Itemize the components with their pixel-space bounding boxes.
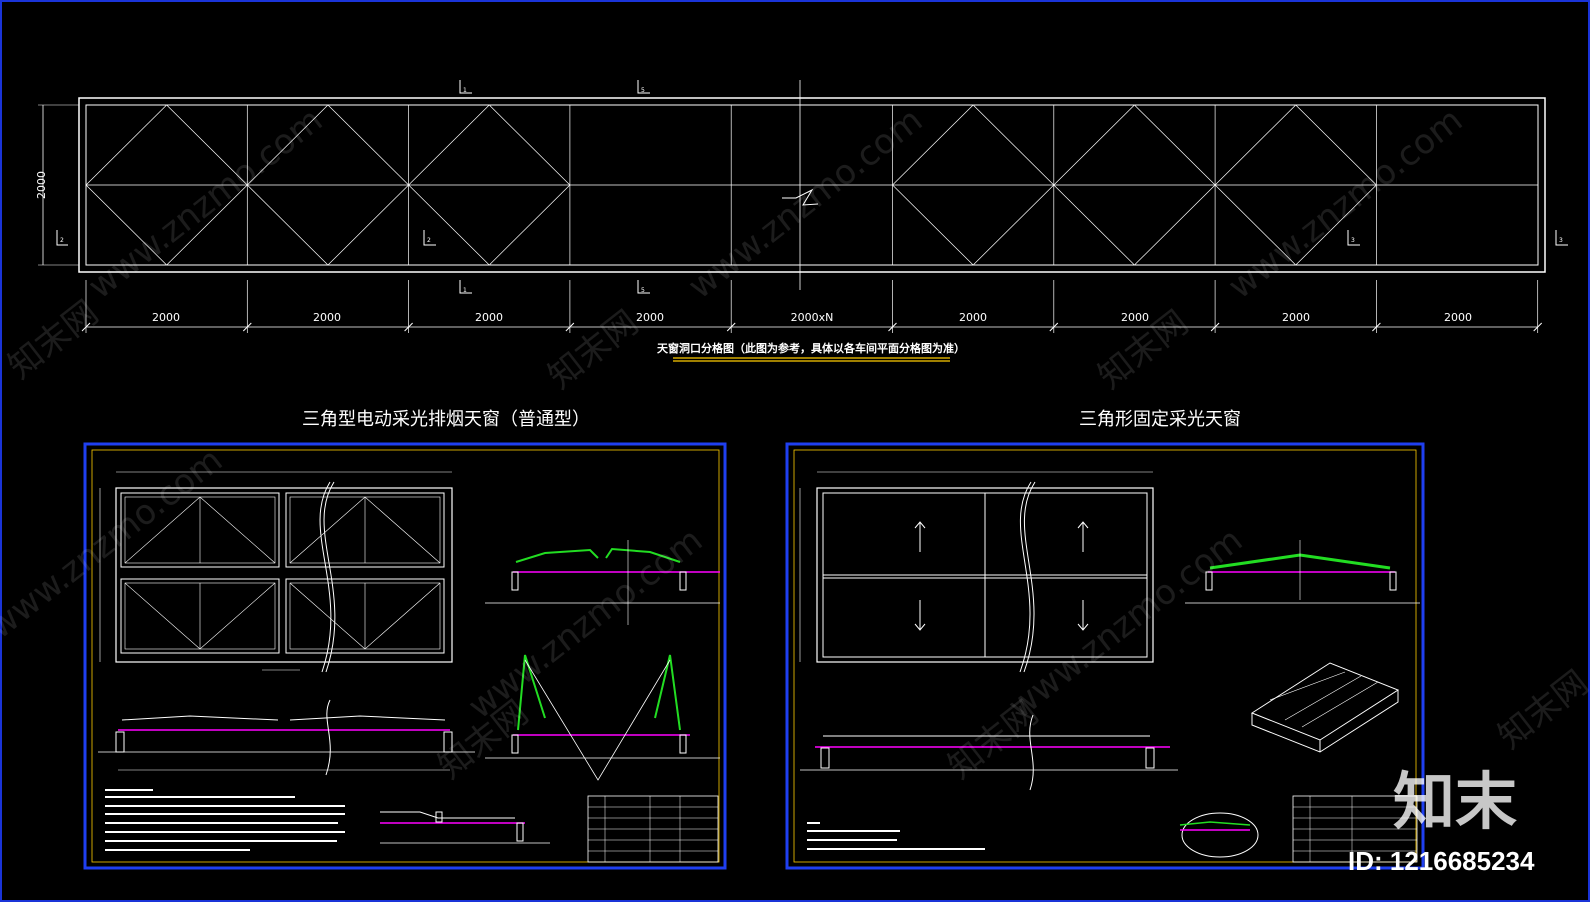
segment-dim-label: 2000 (636, 311, 664, 324)
segment-dim-label: 2000 (475, 311, 503, 324)
plan-height-dim: 2000 (35, 171, 48, 199)
segment-dim-label: 2000 (152, 311, 180, 324)
section-mark: 3 (1555, 230, 1568, 246)
section-mark: 5 (637, 80, 650, 94)
section-mark-label: 2 (427, 237, 431, 244)
section-mark-label: 3 (1559, 237, 1563, 244)
watermark-brand: 知末网 (541, 303, 646, 397)
section-mark-label: 2 (60, 237, 64, 244)
section-mark-label: 5 (641, 287, 645, 294)
section-mark-label: 3 (1351, 237, 1355, 244)
panel-left-sheet (83, 442, 727, 870)
watermark-site: www.znzmo.com (81, 100, 330, 307)
brand-logo: 知末 (1393, 765, 1517, 838)
segment-dim-label: 2000 (959, 311, 987, 324)
segment-dim-label: 2000xN (791, 311, 834, 324)
segment-dim-label: 2000 (1444, 311, 1472, 324)
segment-dim-label: 2000 (313, 311, 341, 324)
panel-left-title: 三角型电动采光排烟天窗（普通型） (302, 409, 590, 430)
skylight-plan: 2000 1 5 1 5 2 2 3 (35, 80, 1568, 362)
section-mark: 1 (459, 80, 472, 94)
watermark-site: www.znzmo.com (1001, 520, 1250, 727)
section-mark-label: 1 (463, 87, 467, 94)
section-mark-label: 1 (463, 287, 467, 294)
segment-dim-label: 2000 (1121, 311, 1149, 324)
watermark-brand: 知末网 (1491, 663, 1590, 757)
section-mark: 1 (459, 280, 472, 294)
watermark-brand: 知末网 (1, 293, 106, 387)
watermark-site: www.znzmo.com (1221, 100, 1470, 307)
plan-diamonds (85, 104, 1377, 266)
image-id: ID: 1216685234 (1348, 846, 1535, 876)
dimension-ticks (81, 280, 1543, 333)
section-mark: 2 (423, 230, 436, 246)
section-mark: 3 (1347, 230, 1360, 246)
panel-right-sheet (785, 442, 1425, 870)
notes-lines (105, 789, 345, 851)
section-mark: 5 (637, 280, 650, 294)
watermark-site: www.znzmo.com (0, 440, 230, 647)
section-mark: 2 (56, 230, 68, 246)
segment-dim-label: 2000 (1282, 311, 1310, 324)
section-mark-label: 5 (641, 87, 645, 94)
plan-caption: 天窗洞口分格图（此图为参考，具体以各车间平面分格图为准） (657, 341, 965, 355)
panel-right-title: 三角形固定采光天窗 (1079, 409, 1241, 430)
